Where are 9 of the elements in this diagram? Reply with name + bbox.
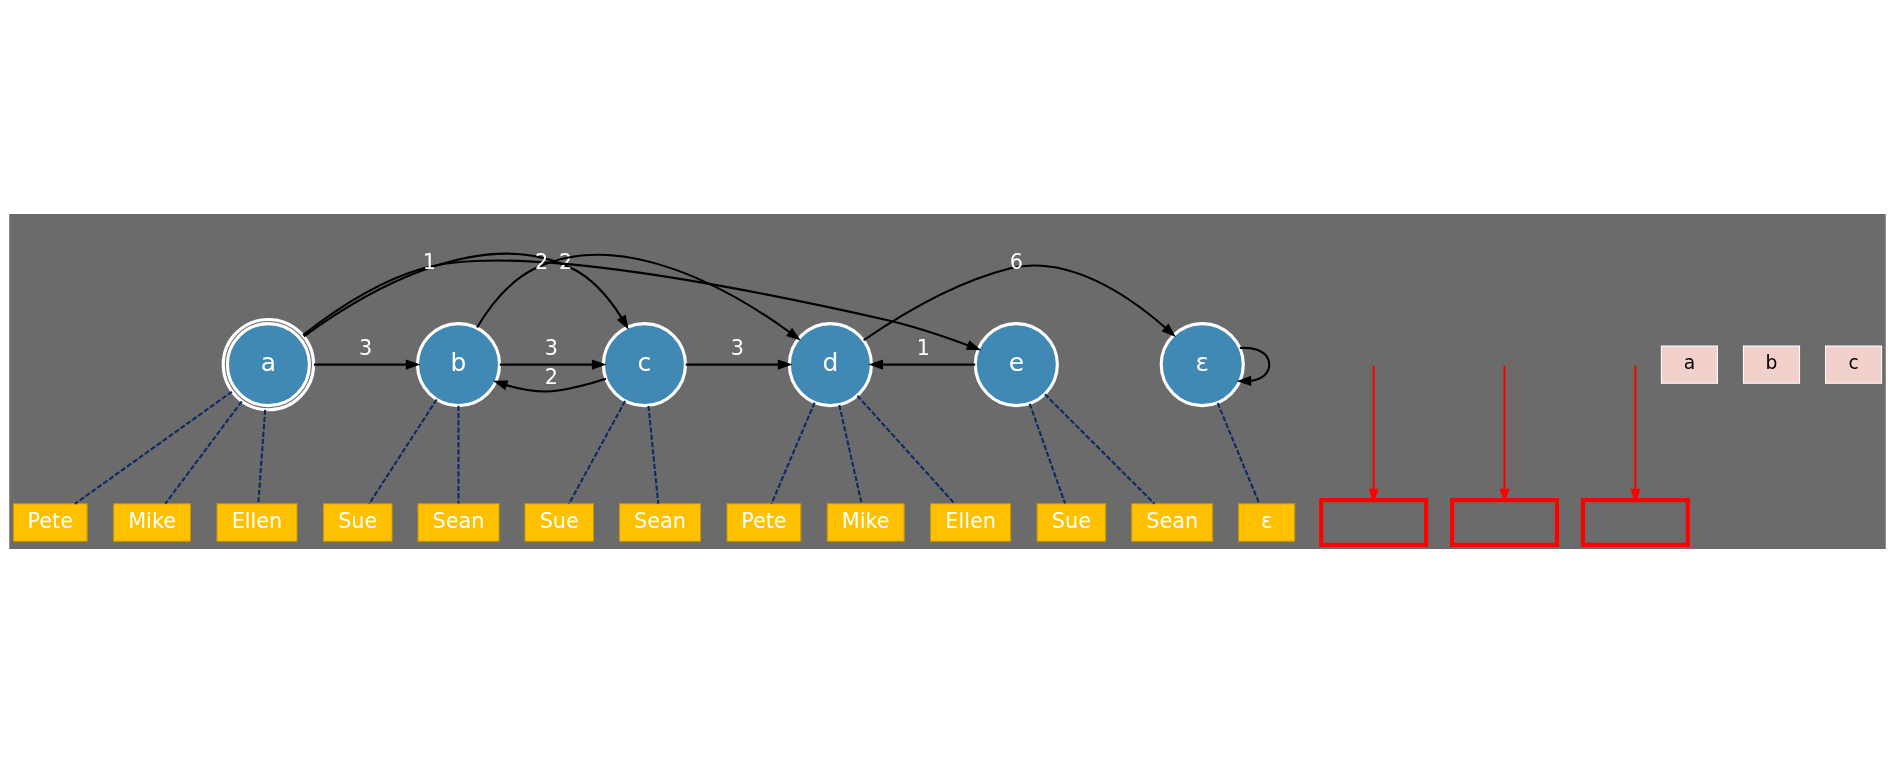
edge-label: 3	[730, 336, 745, 361]
edge-label: 2	[544, 365, 559, 390]
label: b	[1765, 352, 1778, 374]
label: a	[1683, 352, 1696, 374]
edge-label: 3	[544, 336, 559, 361]
edge-label: 2	[535, 249, 549, 274]
edge-label: 1	[916, 336, 930, 361]
label: c	[1848, 352, 1859, 374]
edge-label: 3	[358, 336, 373, 361]
